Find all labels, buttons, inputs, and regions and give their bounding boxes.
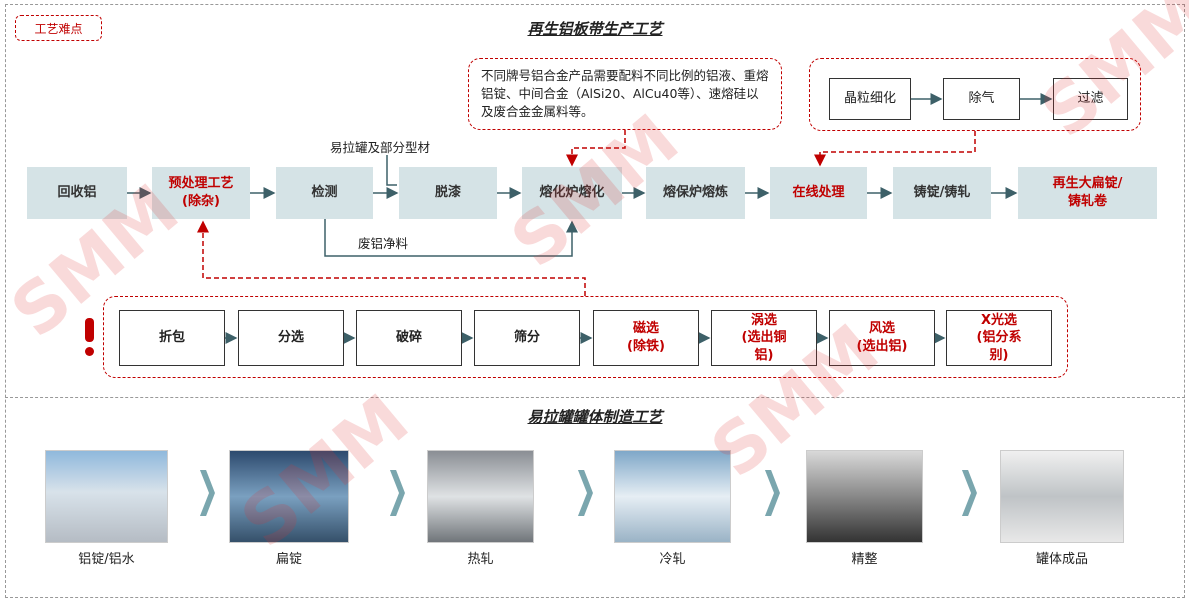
pretreatment-step: X光选 (铝分系别) (946, 310, 1052, 366)
main-step: 铸锭/铸轧 (893, 167, 991, 219)
main-step: 熔保炉熔炼 (646, 167, 745, 219)
bypass-label: 废铝净料 (358, 236, 409, 251)
main-step: 回收铝 (27, 167, 127, 219)
step-grain-refinement: 晶粒细化 (829, 78, 911, 120)
process-photo (45, 450, 168, 543)
process-photo (614, 450, 731, 543)
difficulty-tag: 工艺难点 (15, 15, 102, 41)
process-caption: 罐体成品 (1035, 552, 1088, 567)
main-step: 熔化炉熔化 (522, 167, 622, 219)
title-can-body: 易拉罐罐体制造工艺 (527, 408, 663, 426)
step-label: 铸锭/铸轧 (913, 184, 971, 200)
process-caption: 铝锭/铝水 (78, 552, 135, 567)
chevron-right-icon: ❯ (385, 462, 409, 516)
process-caption: 冷轧 (659, 552, 686, 567)
step-sublabel: 铸轧卷 (1067, 194, 1107, 209)
step-label: 预处理工艺 (168, 175, 234, 191)
chevron-right-icon: ❯ (573, 462, 597, 516)
pretreatment-step: 筛分 (474, 310, 580, 366)
process-photo (806, 450, 923, 543)
warning-icon (85, 318, 94, 342)
title-recycled-sheet: 再生铝板带生产工艺 (527, 20, 663, 38)
main-step: 预处理工艺 (除杂) (152, 167, 250, 219)
step-sublabel: (除杂) (182, 194, 220, 209)
pretreatment-group (103, 296, 1068, 378)
step-label: 回收铝 (57, 184, 97, 200)
process-caption: 扁锭 (275, 552, 302, 567)
step-filtering: 过滤 (1053, 78, 1128, 120)
step-label: 筛分 (513, 330, 540, 346)
step-label: 脱漆 (434, 184, 461, 200)
pretreatment-step: 破碎 (356, 310, 462, 366)
step-label: 涡选 (750, 312, 777, 328)
step-label: 检测 (311, 184, 338, 200)
main-step: 在线处理 (770, 167, 867, 219)
step-degassing: 除气 (943, 78, 1020, 120)
process-photo (1000, 450, 1124, 543)
pretreatment-step: 风选 (选出铝) (829, 310, 935, 366)
chevron-right-icon: ❯ (957, 462, 981, 516)
step-label: 磁选 (632, 321, 659, 337)
process-photo (229, 450, 349, 543)
side-input-label: 易拉罐及部分型材 (330, 140, 431, 155)
inline-treatment-group (809, 58, 1141, 131)
step-label: 熔化炉熔化 (539, 184, 605, 200)
warning-icon-dot (85, 347, 94, 356)
step-sublabel: (选出铝) (856, 339, 908, 354)
step-label: 折包 (158, 330, 185, 346)
section-divider (5, 397, 1185, 398)
main-step: 再生大扁锭/铸轧卷 (1018, 167, 1157, 219)
pretreatment-step: 涡选 (选出铜铝) (711, 310, 817, 366)
step-label: 熔保炉熔炼 (662, 184, 728, 200)
step-sublabel: (铝分系 (976, 330, 1022, 346)
main-step: 脱漆 (399, 167, 497, 219)
process-caption: 热轧 (467, 552, 494, 567)
step-label: X光选 (980, 312, 1017, 328)
pretreatment-step: 分选 (238, 310, 344, 366)
pretreatment-step: 折包 (119, 310, 225, 366)
process-caption: 精整 (851, 552, 878, 567)
diagram-frame (5, 4, 1185, 598)
pretreatment-step: 磁选 (除铁) (593, 310, 699, 366)
step-sublabel: (选出铜 (741, 330, 787, 346)
chevron-right-icon: ❯ (195, 462, 219, 516)
step-label: 破碎 (395, 330, 422, 346)
step-label: 分选 (277, 330, 304, 346)
step-label: 在线处理 (792, 184, 845, 200)
main-step: 检测 (276, 167, 373, 219)
step-label: 再生大扁锭/ (1052, 175, 1123, 191)
process-photo (427, 450, 534, 543)
step-label: 风选 (868, 321, 895, 337)
alloy-note: 不同牌号铝合金产品需要配料不同比例的铝液、重熔铝锭、中间合金（AlSi20、Al… (468, 58, 782, 130)
chevron-right-icon: ❯ (760, 462, 784, 516)
step-sublabel: 铝) (754, 347, 774, 363)
step-sublabel: (除铁) (627, 339, 665, 354)
step-sublabel: 别) (989, 347, 1009, 363)
